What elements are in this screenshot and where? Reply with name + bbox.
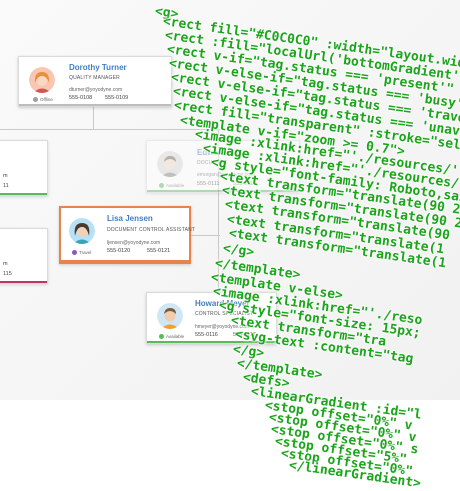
status-indicator: Available (159, 183, 184, 188)
card-accent-bar (0, 281, 47, 283)
status-label: Available (166, 334, 185, 339)
employee-role: DOCUMENT CONTROL ASSISTANT (107, 227, 196, 233)
card-accent-bar (147, 190, 299, 192)
code-line: <stop offset="5%" (273, 434, 408, 468)
employee-name: Lisa Jensen (107, 214, 153, 223)
employee-phone-secondary: 555-0117 (233, 332, 256, 338)
code-line: <stop offset="0%" s (269, 422, 420, 458)
employee-email: dturner@yoyodyne.com (69, 87, 123, 93)
employee-phone-primary: 115 (3, 271, 12, 277)
status-dot-icon (159, 183, 164, 188)
status-dot-icon (33, 97, 38, 102)
avatar-man-icon (157, 303, 183, 329)
code-line: <stop offset="0%" v (267, 410, 418, 446)
employee-card-dorothy-turner[interactable]: Dorothy Turner QUALITY MANAGER dturner@y… (18, 56, 172, 107)
avatar (29, 67, 55, 93)
avatar-woman-icon (69, 218, 95, 244)
employee-role: QUALITY MANAGER (69, 75, 120, 81)
status-label: Offline (40, 97, 53, 102)
connector-line (218, 129, 219, 329)
employee-phone-secondary: 555-0109 (105, 95, 129, 101)
employee-phone-secondary: 555-011 (233, 181, 253, 187)
employee-email: emorgan@yoyodyne.com (197, 172, 255, 178)
employee-phone-primary: 11 (3, 183, 9, 189)
employee-role: CONTROL SPECIALIST (195, 311, 254, 317)
employee-phone-primary: 555-0108 (69, 95, 93, 101)
employee-email: ljensen@yoyodyne.com (107, 240, 161, 246)
employee-name: Dorothy Turner (69, 63, 127, 72)
avatar-woman-icon (29, 67, 55, 93)
avatar (157, 151, 183, 177)
employee-role: DOCUMENT (197, 160, 228, 166)
connector-line (190, 235, 220, 236)
code-line: <stop offset="0%" v (263, 398, 414, 434)
employee-card-partial[interactable]: m 11 (0, 140, 48, 196)
code-line: <stop offset="0%" (279, 446, 414, 480)
code-line: </linearGradient> (287, 458, 422, 491)
employee-name: Howard Meyer (195, 299, 250, 308)
employee-email: m (3, 261, 8, 267)
status-label: Available (166, 183, 185, 188)
avatar (157, 303, 183, 329)
status-dot-icon (72, 250, 77, 255)
connector-line (93, 106, 94, 130)
employee-phone-primary: 555-0120 (107, 248, 131, 254)
org-chart-canvas: Dorothy Turner QUALITY MANAGER dturner@y… (0, 0, 460, 400)
employee-card-partial[interactable]: m 115 (0, 228, 48, 284)
employee-name: Edward C (197, 148, 234, 157)
avatar-man-icon (157, 151, 183, 177)
avatar (69, 218, 95, 244)
status-indicator: Available (159, 334, 184, 339)
employee-email: hmeyer@yoyodyne.com (195, 324, 249, 330)
status-dot-icon (159, 334, 164, 339)
employee-card-lisa-jensen[interactable]: Lisa Jensen DOCUMENT CONTROL ASSISTANT l… (59, 206, 195, 264)
employee-phone-primary: 555-0111 (197, 181, 220, 187)
status-label: Travel (79, 250, 92, 255)
card-accent-bar (61, 260, 189, 262)
status-indicator: Travel (72, 250, 91, 255)
employee-card-howard-meyer[interactable]: Howard Meyer CONTROL SPECIALIST hmeyer@y… (146, 292, 277, 344)
card-accent-bar (19, 104, 171, 106)
connector-line (0, 129, 220, 130)
employee-email: m (3, 173, 8, 179)
card-accent-bar (0, 193, 47, 195)
card-accent-bar (147, 341, 276, 343)
employee-phone-primary: 555-0116 (195, 332, 218, 338)
employee-card-edward[interactable]: Edward C DOCUMENT emorgan@yoyodyne.com 5… (146, 140, 300, 193)
status-indicator: Offline (33, 97, 53, 102)
employee-phone-secondary: 555-0121 (147, 248, 171, 254)
